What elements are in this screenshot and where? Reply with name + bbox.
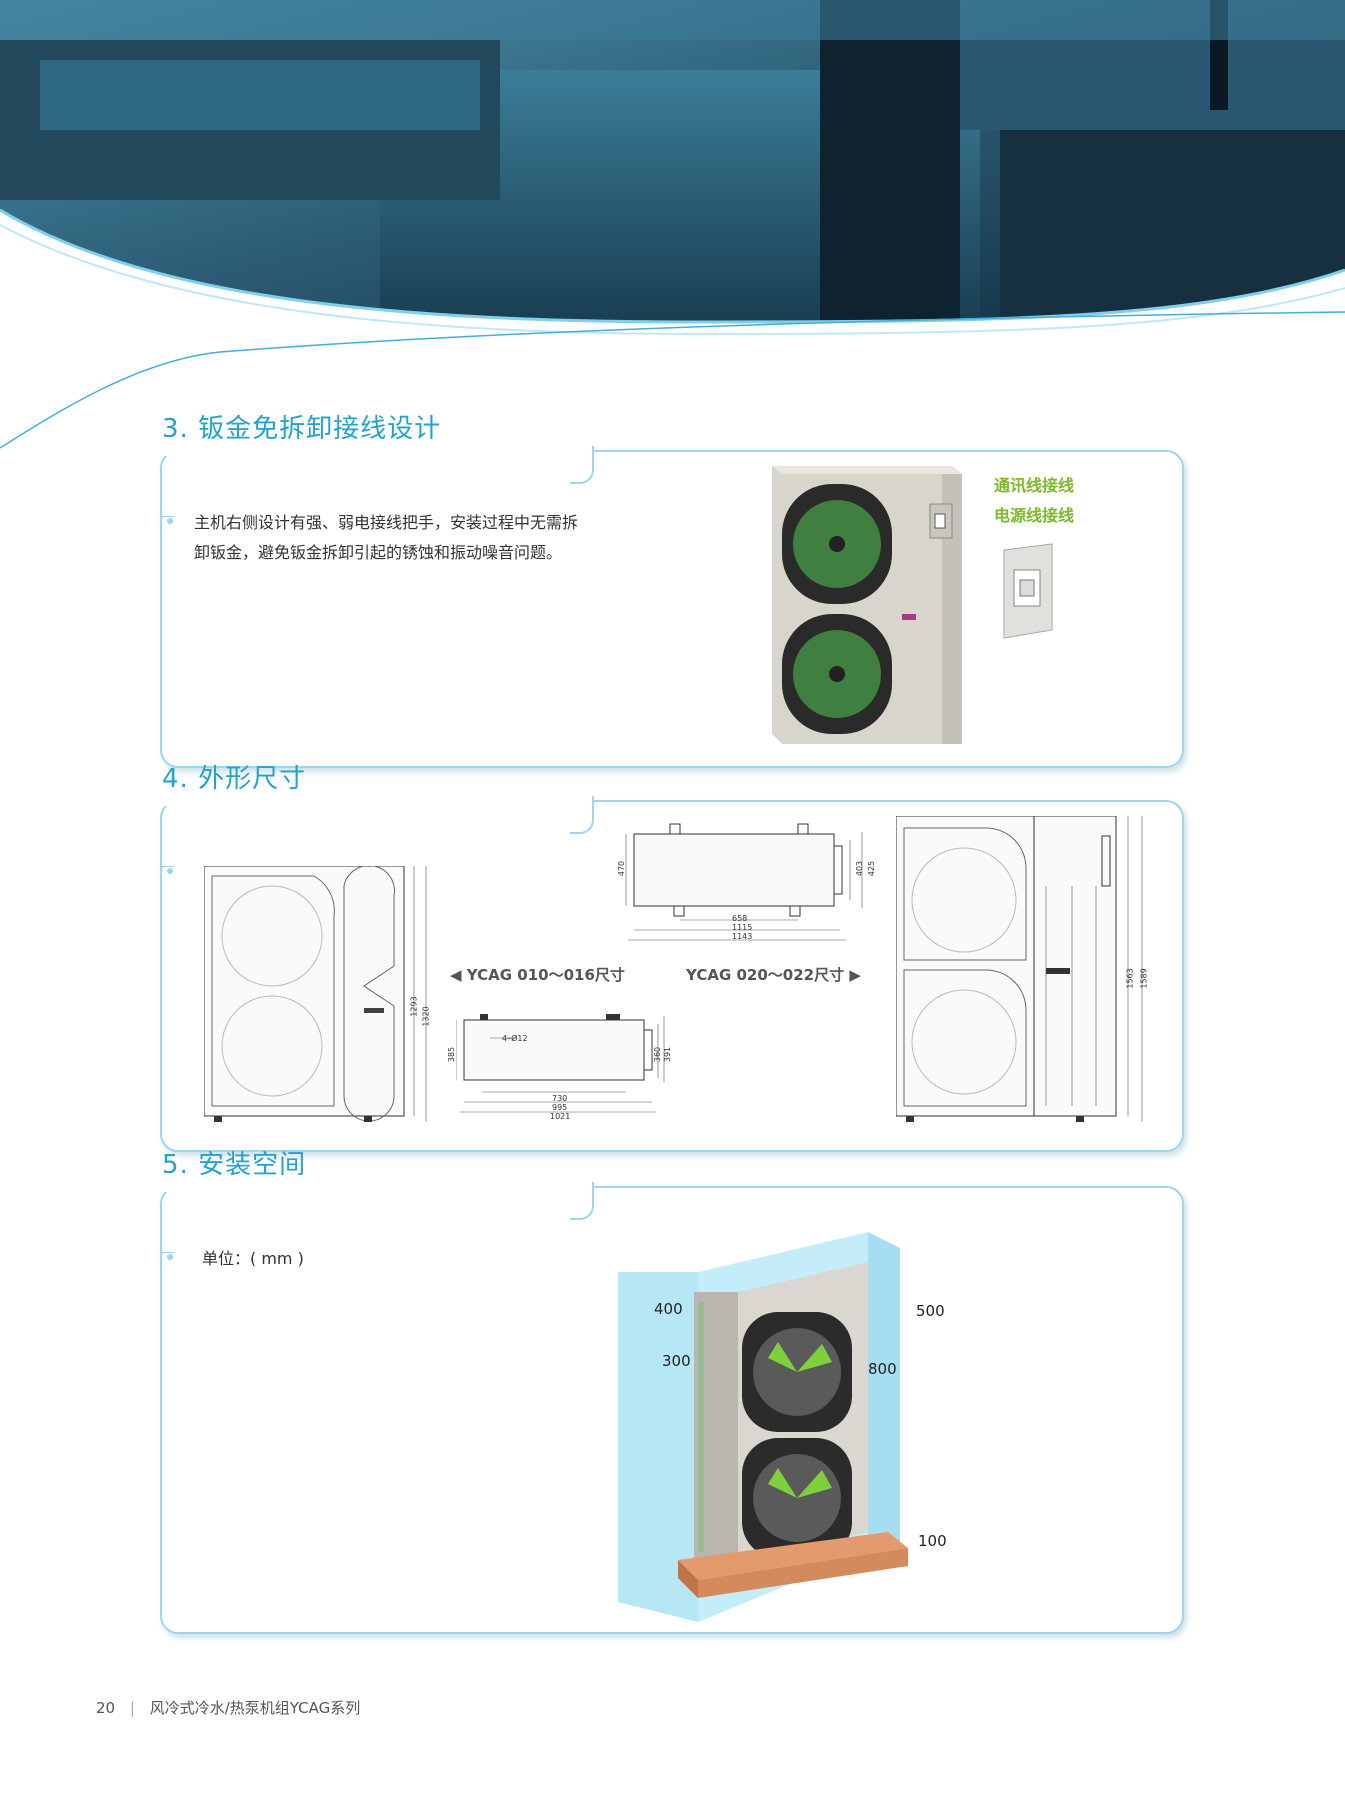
section-install-space: 5. 安装空间 单位：( mm ) 400 300 500 800 100 [158,1150,1184,1634]
clearance-front: 800 [868,1360,897,1378]
bullet-icon [160,516,174,530]
section-title: 4. 外形尺寸 [162,764,307,794]
body-line: 主机右侧设计有强、弱电接线把手，安装过程中无需拆 [194,513,579,532]
bullet-icon [160,866,174,880]
dim-label: 1589 [1139,968,1149,989]
clearance-right: 500 [916,1302,945,1320]
install-space-image [618,1232,908,1622]
power-wire-label: 电源线接线 [994,506,1075,525]
hero-interior-photo [0,0,1345,336]
bullet-icon [160,1252,174,1266]
dim-label: 1320 [421,1006,431,1027]
clearance-back: 300 [662,1352,691,1370]
dim-label: 4–Ø12 [502,1034,528,1043]
outdoor-unit-image [772,466,962,744]
arrow-left-icon: ◀ [450,966,462,984]
decorative-curve [0,311,1345,449]
dim-label: 1143 [732,932,753,941]
model-small-label: ◀ YCAG 010～016尺寸 [450,964,625,985]
model-small-text: YCAG 010～016尺寸 [466,966,625,984]
clearance-left: 400 [654,1300,683,1318]
model-large-text: YCAG 020～022尺寸 [686,966,845,984]
clearance-bottom: 100 [918,1532,947,1550]
series-name: 风冷式冷水/热泵机组YCAG系列 [149,1699,361,1717]
page-number: 20 [96,1699,116,1717]
dim-label: 1115 [732,923,753,932]
dim-label: 730 [552,1094,568,1103]
small-unit-top-drawing [456,1014,665,1113]
footer-separator: | [129,1699,135,1717]
dim-label: 1021 [550,1112,571,1121]
dim-label: 1293 [409,996,419,1017]
model-large-label: YCAG 020～022尺寸 ▶ [686,964,861,985]
dim-label: 658 [732,914,748,923]
dim-label: 385 [447,1046,457,1063]
page-footer: 20 | 风冷式冷水/热泵机组YCAG系列 [96,1697,360,1718]
dim-label: 425 [867,860,877,877]
arrow-right-icon: ▶ [849,966,861,984]
body-line: 卸钣金，避免钣金拆卸引起的锈蚀和振动噪音问题。 [194,543,563,562]
unit-label: 单位：( mm ) [202,1249,304,1268]
large-unit-top-drawing [625,823,863,941]
section-title: 3. 钣金免拆卸接线设计 [162,414,442,444]
small-unit-front-drawing [204,866,427,1122]
dim-label: 1563 [1125,968,1135,989]
dim-label: 995 [552,1103,568,1112]
section-wiring-design: 3. 钣金免拆卸接线设计 主机右侧设计有强、弱电接线把手，安装过程中无需拆 卸钣… [158,414,1184,768]
section-title: 5. 安装空间 [162,1150,307,1180]
large-unit-front-drawing [896,816,1143,1122]
dim-label: 470 [617,860,627,877]
dim-label: 403 [855,860,865,877]
dim-label: 391 [663,1046,673,1063]
section-dimensions: 4. 外形尺寸 1293 1320 ◀ YCAG 010～016尺寸 YCAG … [158,764,1184,1152]
comm-wire-label: 通讯线接线 [994,476,1075,495]
dim-label: 360 [653,1046,663,1063]
wiring-handle-image [1003,543,1053,639]
